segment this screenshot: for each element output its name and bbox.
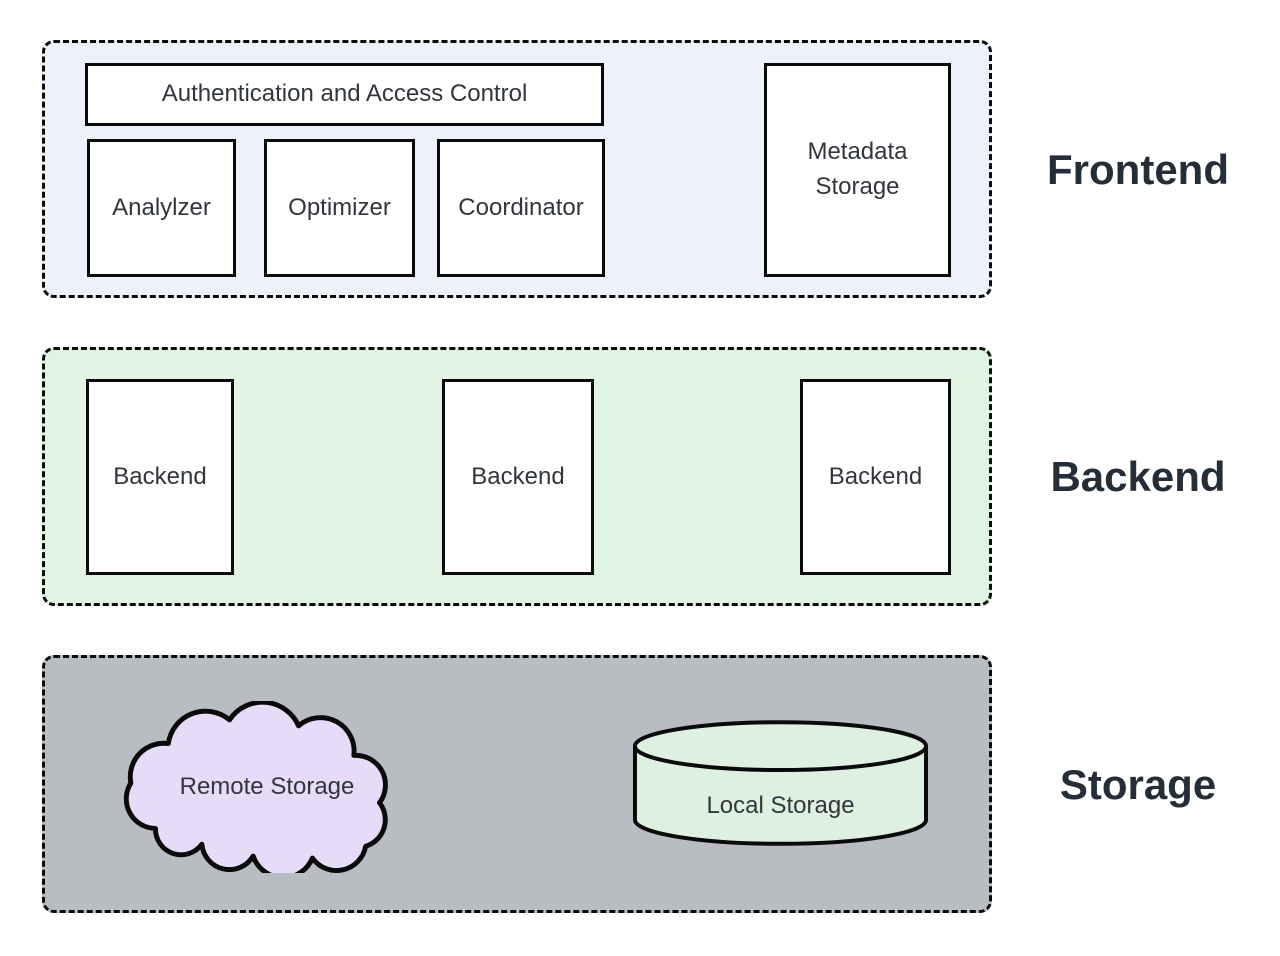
optimizer-node: Optimizer: [264, 139, 415, 277]
backend-node-3: Backend: [800, 379, 951, 575]
backend-node-2-label: Backend: [471, 462, 565, 490]
coordinator-label: Coordinator: [458, 193, 584, 221]
metadata-storage-label: Metadata Storage: [807, 138, 908, 200]
backend-layer-title: Backend: [1050, 453, 1226, 500]
frontend-layer-title: Frontend: [1047, 146, 1229, 193]
storage-layer: Remote Storage Local Storage: [42, 655, 992, 913]
backend-node-2: Backend: [442, 379, 594, 575]
database-cylinder-icon: [632, 720, 929, 846]
backend-node-3-label: Backend: [828, 462, 923, 490]
remote-storage-label: Remote Storage: [179, 773, 355, 800]
auth-access-control-label: Authentication and Access Control: [161, 80, 528, 108]
analyzer-label: Analylzer: [112, 193, 211, 221]
metadata-storage-node: Metadata Storage: [764, 63, 951, 277]
coordinator-node: Coordinator: [437, 139, 605, 277]
remote-storage-node: Remote Storage: [119, 701, 415, 873]
backend-layer: Backend Backend Backend: [42, 347, 992, 606]
cloud-icon: [123, 701, 388, 873]
backend-node-1: Backend: [86, 379, 234, 575]
local-storage-node: Local Storage: [631, 718, 930, 848]
storage-layer-title: Storage: [1059, 761, 1217, 808]
local-storage-label: Local Storage: [706, 792, 855, 820]
backend-node-1-label: Backend: [113, 462, 207, 490]
analyzer-node: Analylzer: [87, 139, 236, 277]
optimizer-label: Optimizer: [288, 193, 391, 221]
frontend-layer: Authentication and Access Control Analyl…: [42, 40, 992, 298]
auth-access-control-node: Authentication and Access Control: [85, 63, 604, 126]
